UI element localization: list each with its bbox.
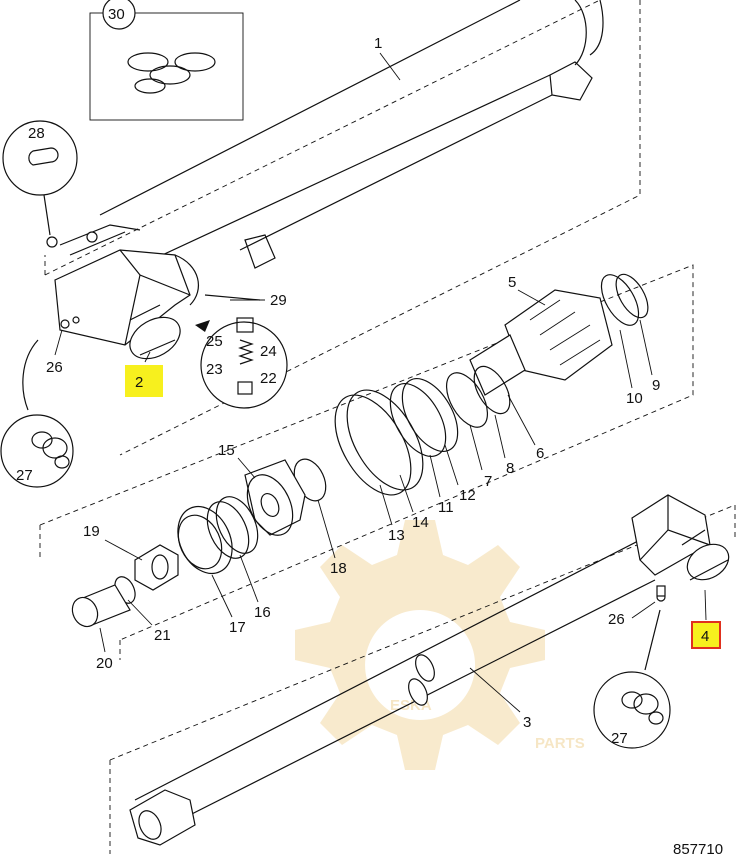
- callout-10: 10: [626, 390, 643, 407]
- callout-16: 16: [254, 604, 271, 621]
- watermark-sub: PARTS: [535, 735, 585, 752]
- callout-20: 20: [96, 655, 113, 672]
- callout-circle-30: [102, 0, 136, 30]
- callout-8: 8: [506, 460, 514, 477]
- callout-4: 4: [701, 628, 709, 645]
- callout-5: 5: [508, 274, 516, 291]
- callout-24: 24: [260, 343, 277, 360]
- callout-3: 3: [523, 714, 531, 731]
- seal-kit-box: 30: [89, 0, 244, 121]
- callout-13: 13: [388, 527, 405, 544]
- callout-19: 19: [83, 523, 100, 540]
- callout-7: 7: [484, 473, 492, 490]
- callout-25: 25: [206, 333, 223, 350]
- callout-21: 21: [154, 627, 171, 644]
- callout-1: 1: [374, 35, 382, 52]
- callout-29: 29: [270, 292, 287, 309]
- gland-assembly: 15 18 16 17: [177, 442, 347, 636]
- detail-22-25: 25 24 23 22: [200, 317, 288, 409]
- callout-2: 2: [135, 374, 143, 391]
- piston-assembly: 5 9 10 6 8 7 12 11 14 13: [334, 273, 660, 544]
- callout-14: 14: [412, 514, 429, 531]
- callout-26b: 26: [608, 611, 625, 628]
- cylinder-head-block: 29 26 2: [46, 249, 287, 397]
- callout-6: 6: [536, 445, 544, 462]
- callout-28: 28: [28, 125, 45, 142]
- callout-26a: 26: [46, 359, 63, 376]
- callout-27a: 27: [16, 467, 33, 484]
- highlight-2: [125, 365, 163, 397]
- callout-23: 23: [206, 361, 223, 378]
- cylinder-tube: 1: [46, 0, 604, 271]
- callout-27b: 27: [611, 730, 628, 747]
- detail-28: 28: [2, 120, 78, 236]
- piston-rod: 3 4 26: [129, 494, 730, 846]
- detail-27-right: 27: [593, 609, 671, 749]
- end-fittings: 19 21 20: [71, 523, 179, 672]
- callout-17: 17: [229, 619, 246, 636]
- detail-27-left: 27: [0, 339, 74, 488]
- callout-12: 12: [459, 487, 476, 504]
- panel-outlines: [39, 0, 736, 854]
- watermark: ESKA PARTS: [295, 520, 585, 770]
- highlight-4: [691, 621, 721, 649]
- callout-30: 30: [108, 6, 125, 23]
- callout-11: 11: [438, 499, 454, 516]
- callout-18: 18: [330, 560, 347, 577]
- callout-22: 22: [260, 370, 277, 387]
- callout-15: 15: [218, 442, 235, 459]
- drawing-number: 857710: [673, 841, 723, 854]
- callout-9: 9: [652, 377, 660, 394]
